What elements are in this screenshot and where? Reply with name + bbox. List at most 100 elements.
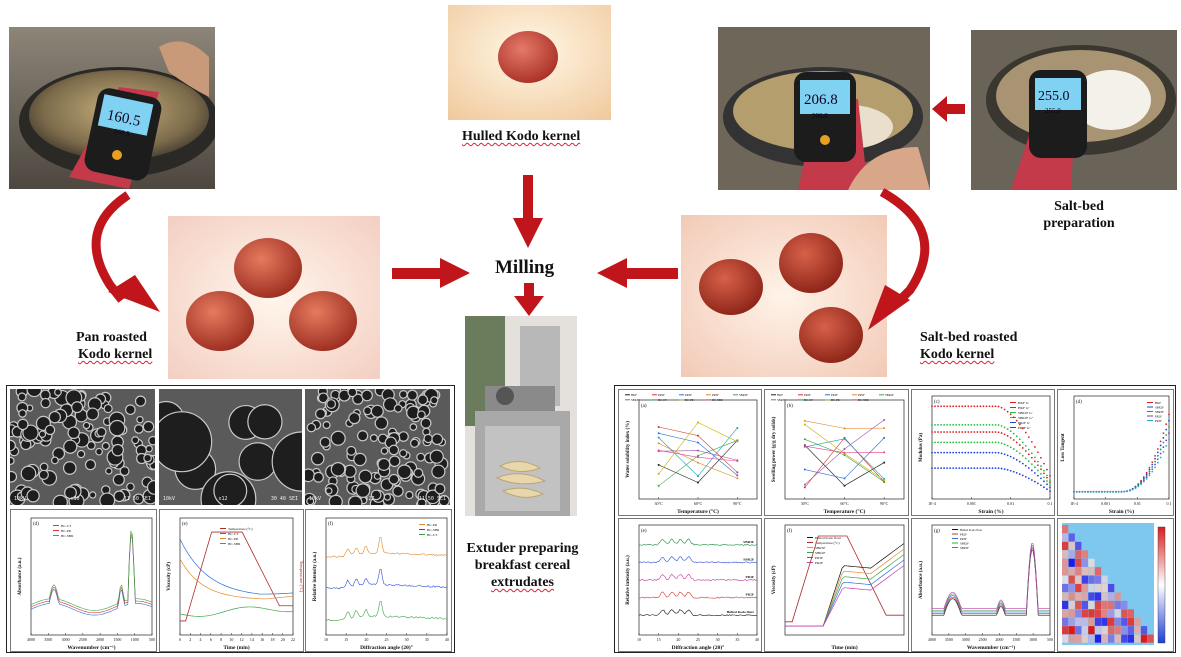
- data-point: [1043, 480, 1045, 483]
- data-point: [943, 441, 946, 444]
- data-point: [997, 424, 1000, 426]
- data-point: [1101, 490, 1103, 493]
- series-line: [658, 433, 738, 476]
- data-point: [1165, 439, 1168, 442]
- data-point: [1003, 453, 1006, 456]
- data-point: [931, 441, 933, 444]
- sem-pore: [247, 404, 283, 440]
- data-point: [931, 431, 933, 433]
- data-point: [1156, 448, 1159, 450]
- plot-area: [931, 395, 1051, 500]
- heatmap-cell: [1108, 617, 1115, 626]
- plot-area: [1073, 395, 1170, 500]
- data-point: [1012, 432, 1015, 435]
- data-point: [1040, 468, 1042, 471]
- heatmap-cell: [1075, 626, 1082, 635]
- data-point: [1003, 408, 1006, 411]
- data-point: [979, 441, 982, 444]
- heatmap-cell: [1068, 575, 1075, 584]
- data-point: [940, 467, 942, 469]
- data-point: [803, 423, 806, 426]
- heatmap-cell: [1134, 634, 1141, 643]
- data-point: [1036, 469, 1039, 472]
- data-point: [736, 460, 739, 463]
- data-point: [1159, 444, 1162, 447]
- heatmap-cell: [1062, 617, 1069, 626]
- data-point: [931, 423, 933, 426]
- x-axis-label: Wavenumber (cm⁻¹): [967, 644, 1015, 651]
- x-tick-label: 20: [281, 637, 285, 642]
- sem-pore: [310, 451, 325, 466]
- data-point: [1145, 476, 1148, 479]
- sem-pore: [380, 447, 389, 455]
- data-point: [961, 467, 964, 469]
- data-point: [883, 451, 886, 454]
- data-point: [1123, 490, 1126, 493]
- legend-entry: SBR3F: [815, 546, 825, 550]
- data-point: [1015, 441, 1018, 444]
- series-line: [804, 439, 885, 483]
- data-point: [1151, 470, 1154, 473]
- legend-entry: HKF: [777, 393, 783, 397]
- data-point: [991, 423, 994, 426]
- data-point: [1087, 490, 1089, 493]
- data-point: [1033, 480, 1036, 483]
- data-point: [1168, 426, 1170, 428]
- data-point: [1000, 442, 1003, 445]
- data-point: [1024, 475, 1027, 478]
- x-axis-label: Strain (%): [978, 508, 1003, 515]
- heatmap-cell: [1114, 609, 1121, 618]
- data-point: [1084, 490, 1087, 493]
- data-point: [967, 441, 970, 444]
- data-point: [937, 405, 939, 408]
- series-line: [325, 600, 448, 621]
- data-point: [955, 405, 958, 408]
- data-point: [1015, 435, 1018, 438]
- plot-area: [784, 524, 905, 636]
- x-tick-label: 500: [149, 637, 155, 642]
- data-point: [1024, 464, 1027, 467]
- extruder-line-2: breakfast cereal: [474, 558, 571, 573]
- heatmap-cell: [1094, 584, 1102, 593]
- chart-xrd-right: (e)Diffraction angle (2θ)°Relative inten…: [618, 518, 762, 652]
- sem-pore: [406, 389, 418, 401]
- sem-pore: [330, 430, 346, 446]
- sem-pore: [39, 462, 49, 472]
- data-point: [1021, 474, 1024, 477]
- legend-entry: BC-PR: [427, 523, 438, 527]
- heatmap-cell: [1075, 634, 1082, 643]
- data-point: [1040, 477, 1042, 480]
- heatmap-cell: [1108, 600, 1115, 609]
- salt-roast-thermometer-main: 206.8: [804, 92, 838, 108]
- data-point: [1018, 438, 1021, 441]
- data-point: [1036, 460, 1039, 463]
- data-point: [991, 431, 994, 433]
- heatmap-cell: [1062, 600, 1069, 609]
- data-point: [961, 405, 964, 408]
- sem-pore: [63, 439, 78, 454]
- sem-pore: [377, 457, 391, 471]
- data-point: [657, 463, 660, 466]
- pan-roasted-line-1: Pan roasted: [76, 330, 147, 345]
- heatmap-cell: [1101, 575, 1108, 584]
- heatmap-cell: [1108, 609, 1115, 618]
- data-point: [997, 467, 1000, 470]
- data-point: [1018, 473, 1021, 476]
- data-point: [1043, 472, 1045, 475]
- salt-bed-roasted-line-2: Kodo kernel: [920, 347, 995, 362]
- data-point: [1049, 483, 1051, 486]
- data-point: [1027, 448, 1030, 451]
- sem-pore: [44, 424, 56, 436]
- x-tick-label: 2000: [96, 637, 104, 642]
- data-point: [1154, 454, 1156, 457]
- data-point: [1159, 456, 1162, 459]
- data-point: [1040, 472, 1042, 475]
- data-point: [1043, 469, 1045, 472]
- heatmap-cell: [1140, 634, 1148, 643]
- data-point: [1033, 466, 1036, 469]
- x-axis-label: Strain (%): [1109, 508, 1134, 515]
- data-point: [952, 405, 955, 408]
- series-line: [658, 443, 738, 479]
- data-point: [964, 405, 967, 408]
